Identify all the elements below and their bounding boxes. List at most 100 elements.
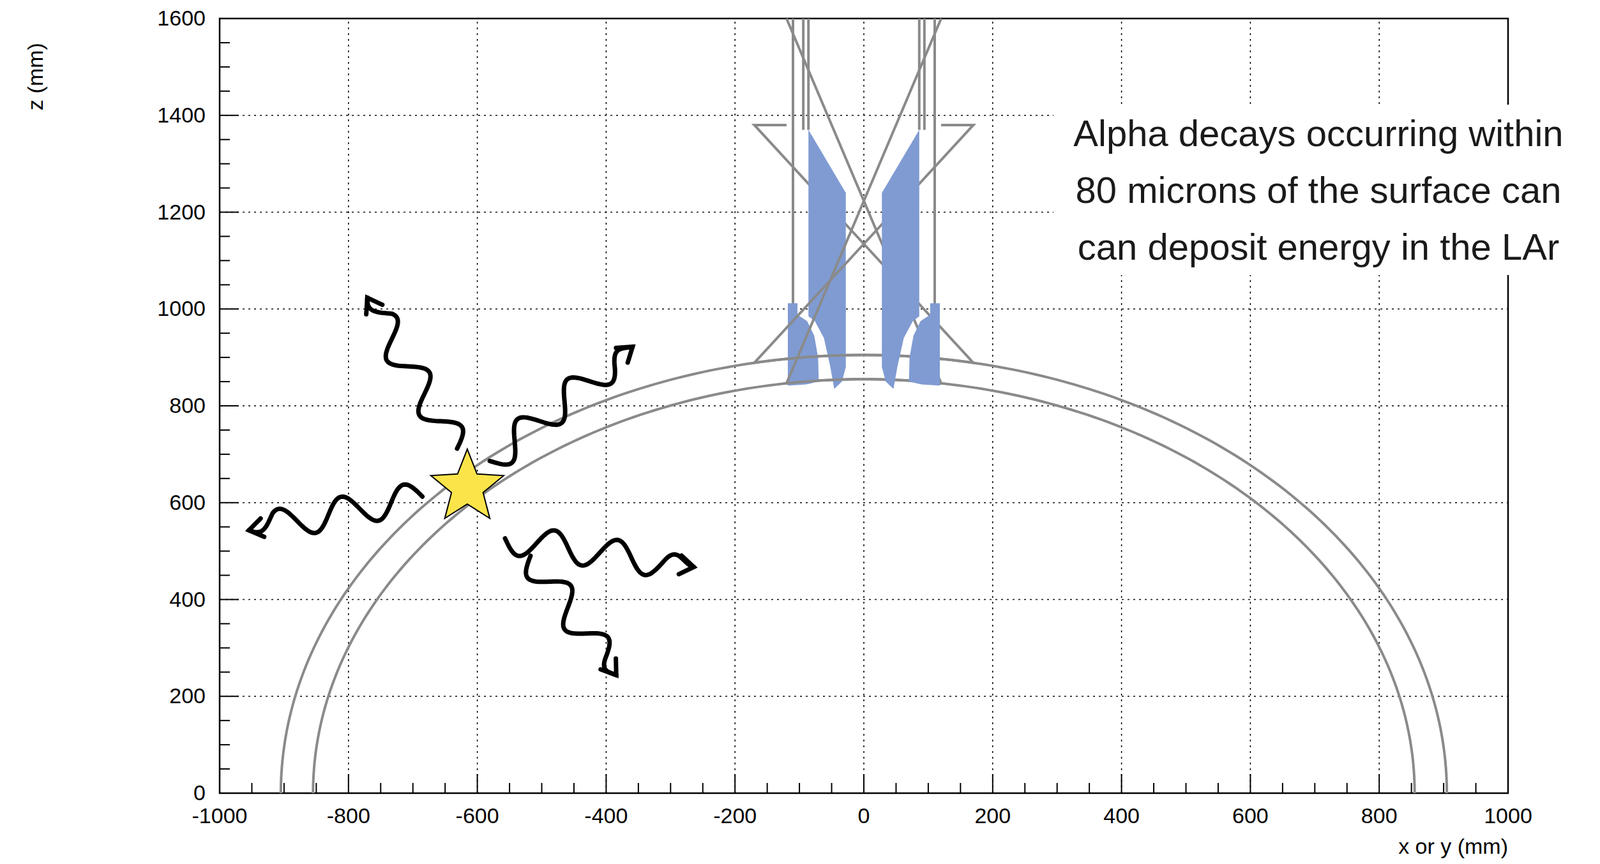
tick-label: 1600 xyxy=(157,6,206,31)
tick-mark xyxy=(1282,783,1284,794)
neck-pipe xyxy=(933,18,936,305)
tick-mark xyxy=(1346,783,1348,794)
tick-label: 1000 xyxy=(157,297,206,322)
wavy-arrow xyxy=(489,346,633,465)
tick-label: -800 xyxy=(326,804,371,829)
emission-arrows xyxy=(249,298,695,676)
tick-label: 800 xyxy=(169,393,206,418)
tick-mark xyxy=(734,774,736,794)
tick-label: 600 xyxy=(169,490,206,515)
tick-label: 400 xyxy=(1103,804,1140,829)
arrow-head xyxy=(366,298,383,315)
tick-mark xyxy=(219,695,239,698)
tick-mark xyxy=(219,284,230,286)
arrow-head xyxy=(600,658,617,676)
tick-mark xyxy=(219,42,230,44)
grid-line xyxy=(219,309,1509,311)
tick-mark xyxy=(573,783,575,794)
tick-label: -600 xyxy=(455,804,500,829)
tick-mark xyxy=(219,599,239,601)
grid-line xyxy=(734,18,736,794)
tick-mark xyxy=(1056,783,1058,794)
tick-mark xyxy=(219,526,230,529)
vessel-wall xyxy=(312,18,942,794)
tick-label: 200 xyxy=(974,804,1011,829)
tick-mark xyxy=(219,235,230,237)
tick-mark xyxy=(702,783,704,794)
tick-mark xyxy=(863,774,865,794)
neck-pipe xyxy=(918,18,921,131)
tick-label: 1200 xyxy=(157,200,206,225)
tick-mark xyxy=(444,783,446,794)
tick-mark xyxy=(1313,783,1316,794)
tick-mark xyxy=(219,381,230,383)
tick-mark xyxy=(1475,783,1477,794)
tick-mark xyxy=(895,783,897,794)
tick-mark xyxy=(476,774,479,794)
tick-mark xyxy=(508,783,511,794)
tick-mark xyxy=(250,783,253,794)
tick-mark xyxy=(219,575,230,577)
tick-mark xyxy=(992,774,994,794)
tick-label: -400 xyxy=(584,804,628,829)
tick-mark xyxy=(219,163,230,165)
light-guide xyxy=(909,303,940,386)
tick-mark xyxy=(669,783,672,794)
decay-star xyxy=(430,449,504,520)
vessel-wall xyxy=(280,125,974,794)
tick-mark xyxy=(219,259,230,262)
tick-mark xyxy=(219,187,230,189)
annotation-note: Alpha decays occurring within 80 microns… xyxy=(1053,104,1584,276)
tick-mark xyxy=(219,623,230,625)
tick-mark xyxy=(1024,783,1026,794)
tick-mark xyxy=(219,720,230,722)
arrow-head xyxy=(249,518,265,537)
axis-title: z (mm) xyxy=(23,42,48,111)
tick-mark xyxy=(219,405,239,407)
tick-label: 1000 xyxy=(1483,804,1533,829)
grid-line xyxy=(219,405,1509,407)
tick-mark xyxy=(219,90,230,92)
grid-line xyxy=(476,18,479,794)
tick-mark xyxy=(219,744,230,746)
wavy-arrow xyxy=(249,484,423,534)
tick-mark xyxy=(219,768,230,770)
tick-mark xyxy=(219,478,230,480)
tick-mark xyxy=(1121,774,1123,794)
grid-line xyxy=(992,18,994,794)
tick-label: -1000 xyxy=(192,804,248,829)
tick-mark xyxy=(347,774,350,794)
tick-mark xyxy=(283,783,285,794)
tick-mark xyxy=(605,774,607,794)
tick-mark xyxy=(1442,783,1445,794)
tick-mark xyxy=(637,783,640,794)
tick-mark xyxy=(219,550,230,553)
tick-mark xyxy=(1088,783,1090,794)
tick-mark xyxy=(1411,783,1413,794)
tick-mark xyxy=(927,783,929,794)
arrow-head xyxy=(678,556,694,575)
tick-mark xyxy=(219,332,230,334)
tick-mark xyxy=(219,647,230,649)
tick-mark xyxy=(766,783,769,794)
tick-label: 1400 xyxy=(157,103,206,128)
tick-mark xyxy=(1185,783,1187,794)
tick-label: -200 xyxy=(713,804,757,829)
tick-mark xyxy=(219,308,239,310)
tick-mark xyxy=(379,783,382,794)
arrow-head xyxy=(616,346,633,363)
tick-mark xyxy=(219,356,230,359)
tick-mark xyxy=(219,114,239,117)
tick-label: 800 xyxy=(1361,804,1398,829)
tick-mark xyxy=(1249,774,1251,794)
tick-mark xyxy=(412,783,414,794)
grid-line xyxy=(347,18,350,794)
tick-mark xyxy=(219,502,239,504)
tick-mark xyxy=(219,66,230,68)
tick-mark xyxy=(1217,783,1219,794)
wavy-arrow xyxy=(526,556,617,676)
wavy-arrow xyxy=(367,298,463,450)
tick-mark xyxy=(831,783,833,794)
axis-title: x or y (mm) xyxy=(1398,835,1509,859)
